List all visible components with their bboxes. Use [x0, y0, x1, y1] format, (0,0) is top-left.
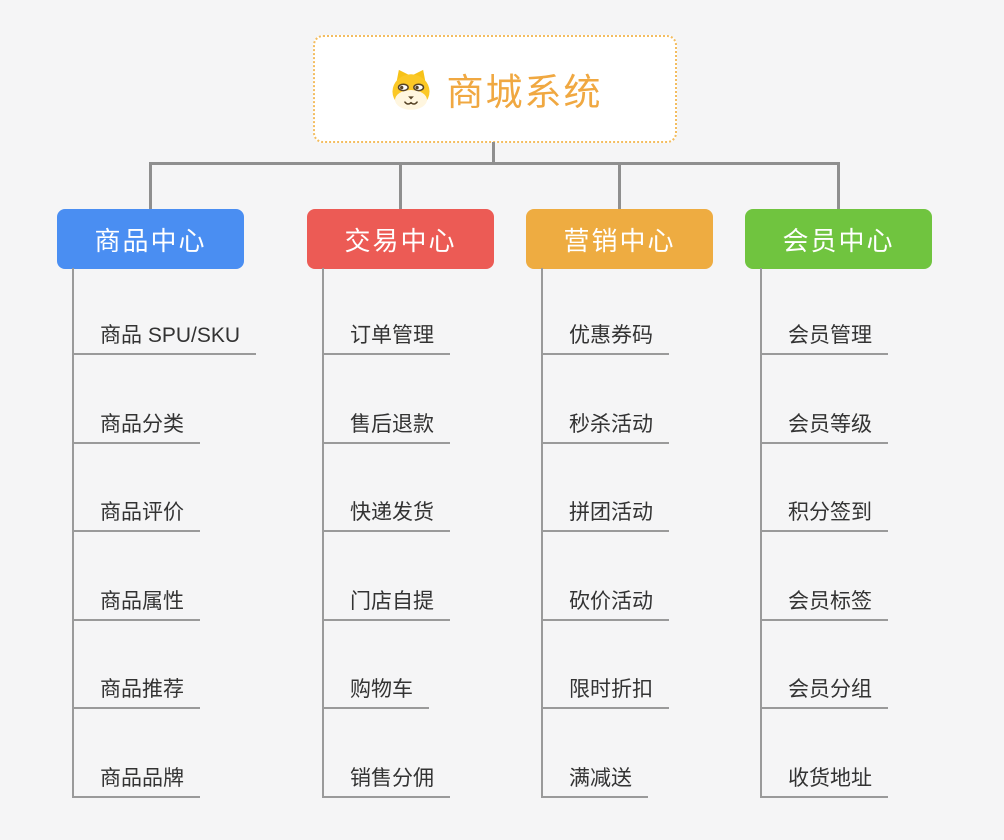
leaf-label: 订单管理	[350, 324, 434, 347]
leaf-label: 售后退款	[350, 413, 434, 436]
branch-spine-marketing	[541, 268, 543, 798]
connector-drop-trade	[399, 162, 402, 211]
branch-node-products[interactable]: 商品中心	[57, 209, 244, 269]
root-topic-node[interactable]: 商城系统	[313, 35, 677, 143]
leaf-label: 商品推荐	[100, 678, 184, 701]
leaf-node[interactable]: 满减送	[541, 760, 648, 798]
leaf-node[interactable]: 订单管理	[322, 317, 450, 355]
connector-drop-marketing	[618, 162, 621, 211]
connector-drop-members	[837, 162, 840, 211]
leaf-node[interactable]: 商品属性	[72, 583, 200, 621]
leaf-node[interactable]: 商品推荐	[72, 671, 200, 709]
leaf-node[interactable]: 销售分佣	[322, 760, 450, 798]
leaf-node[interactable]: 商品评价	[72, 494, 200, 532]
connector-drop-products	[149, 162, 152, 211]
connector-bus	[149, 162, 840, 165]
connector-root-stub	[492, 142, 495, 162]
leaf-label: 砍价活动	[569, 590, 653, 613]
leaf-label: 限时折扣	[569, 678, 653, 701]
branch-node-members[interactable]: 会员中心	[745, 209, 932, 269]
leaf-label: 购物车	[350, 678, 413, 701]
leaf-label: 秒杀活动	[569, 413, 653, 436]
branch-label-products: 商品中心	[94, 225, 207, 256]
leaf-node[interactable]: 门店自提	[322, 583, 450, 621]
leaf-label: 商品评价	[100, 501, 184, 524]
leaf-node[interactable]: 售后退款	[322, 406, 450, 444]
leaf-node[interactable]: 商品分类	[72, 406, 200, 444]
leaf-node[interactable]: 商品 SPU/SKU	[72, 317, 257, 355]
leaf-node[interactable]: 拼团活动	[541, 494, 669, 532]
leaf-label: 积分签到	[788, 501, 872, 524]
branch-label-marketing: 营销中心	[563, 225, 676, 256]
leaf-node[interactable]: 收货地址	[760, 760, 888, 798]
leaf-label: 会员等级	[788, 413, 872, 436]
leaf-node[interactable]: 秒杀活动	[541, 406, 669, 444]
leaf-label: 收货地址	[788, 767, 872, 790]
leaf-node[interactable]: 商品品牌	[72, 760, 200, 798]
branch-node-marketing[interactable]: 营销中心	[526, 209, 713, 269]
leaf-label: 商品分类	[100, 413, 184, 436]
leaf-label: 会员管理	[788, 324, 872, 347]
leaf-label: 会员分组	[788, 678, 872, 701]
root-topic-label: 商城系统	[446, 72, 603, 113]
leaf-node[interactable]: 会员标签	[760, 583, 888, 621]
leaf-node[interactable]: 快递发货	[322, 494, 450, 532]
leaf-node[interactable]: 购物车	[322, 671, 429, 709]
leaf-label: 门店自提	[350, 590, 434, 613]
branch-label-members: 会员中心	[782, 225, 895, 256]
leaf-label: 会员标签	[788, 590, 872, 613]
branch-spine-members	[760, 268, 762, 798]
leaf-label: 快递发货	[350, 501, 434, 524]
leaf-label: 商品 SPU/SKU	[100, 324, 241, 347]
leaf-label: 商品品牌	[100, 767, 184, 790]
leaf-node[interactable]: 优惠券码	[541, 317, 669, 355]
branch-spine-products	[72, 268, 74, 798]
leaf-label: 优惠券码	[569, 324, 653, 347]
leaf-label: 销售分佣	[350, 767, 434, 790]
leaf-node[interactable]: 积分签到	[760, 494, 888, 532]
leaf-node[interactable]: 会员等级	[760, 406, 888, 444]
branch-node-trade[interactable]: 交易中心	[307, 209, 494, 269]
leaf-label: 满减送	[569, 767, 632, 790]
leaf-node[interactable]: 限时折扣	[541, 671, 669, 709]
leaf-node[interactable]: 砍价活动	[541, 583, 669, 621]
leaf-node[interactable]: 会员分组	[760, 671, 888, 709]
dog-face-icon	[388, 66, 434, 112]
branch-label-trade: 交易中心	[344, 225, 457, 256]
leaf-label: 拼团活动	[569, 501, 653, 524]
leaf-node[interactable]: 会员管理	[760, 317, 888, 355]
branch-spine-trade	[322, 268, 324, 798]
leaf-label: 商品属性	[100, 590, 184, 613]
